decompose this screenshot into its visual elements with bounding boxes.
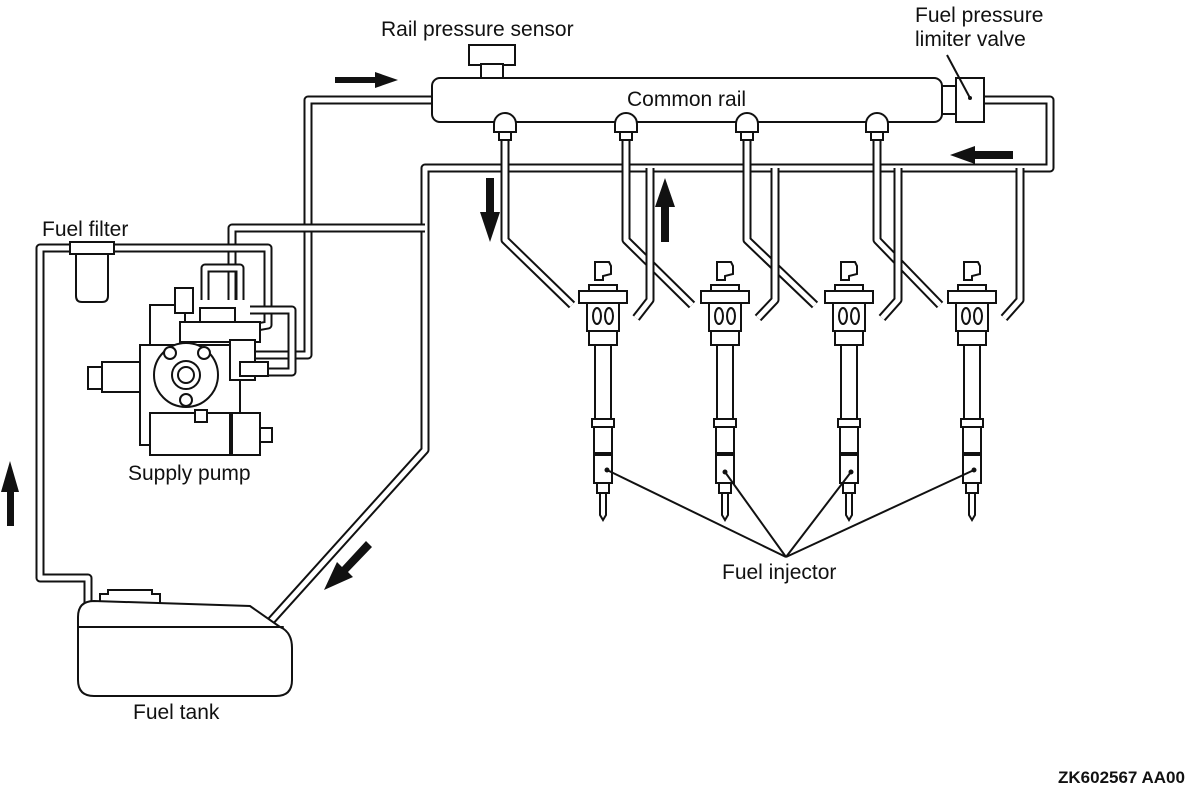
arrow-up-icon: [655, 178, 675, 242]
labels: Rail pressure sensor Fuel pressure limit…: [42, 4, 1185, 787]
arrow-left-icon: [950, 146, 1013, 164]
leader-lines: [604, 54, 977, 558]
arrow-right-icon: [335, 72, 398, 88]
rail-pressure-sensor: [468, 44, 516, 79]
fuel-injector-1: [578, 261, 628, 522]
fuel-injector-4: [947, 261, 997, 522]
label-fuel-tank: Fuel tank: [133, 701, 220, 724]
label-limiter-valve-line1: Fuel pressure: [915, 4, 1043, 27]
fuel-tank: [77, 589, 293, 697]
supply-pump: [87, 287, 273, 456]
common-rail: [431, 44, 985, 141]
leader-limiter-valve: [946, 54, 971, 99]
figure-code: ZK602567 AA00: [1058, 768, 1185, 787]
flow-arrows: [1, 72, 1013, 590]
rail-outlets: [493, 112, 889, 141]
fuel-injector-2: [700, 261, 750, 522]
arrow-up-tank-icon: [1, 461, 19, 526]
label-supply-pump: Supply pump: [128, 462, 251, 485]
pipe-header-to-pump: [227, 223, 425, 300]
fuel-filter: [69, 241, 115, 303]
arrow-down-left-icon: [324, 541, 372, 590]
fuel-injector-3: [824, 261, 874, 522]
injector-feed-pipes: [500, 135, 944, 309]
label-fuel-filter: Fuel filter: [42, 218, 128, 241]
fuel-injectors: [578, 261, 997, 522]
label-rail-pressure-sensor: Rail pressure sensor: [381, 18, 574, 41]
label-limiter-valve-line2: limiter valve: [915, 28, 1026, 51]
arrow-down-icon: [480, 178, 500, 242]
injector-return-pipes: [632, 168, 1025, 322]
leader-fuel-injectors: [604, 467, 977, 558]
label-fuel-injector: Fuel injector: [722, 561, 836, 584]
label-common-rail: Common rail: [627, 88, 746, 111]
